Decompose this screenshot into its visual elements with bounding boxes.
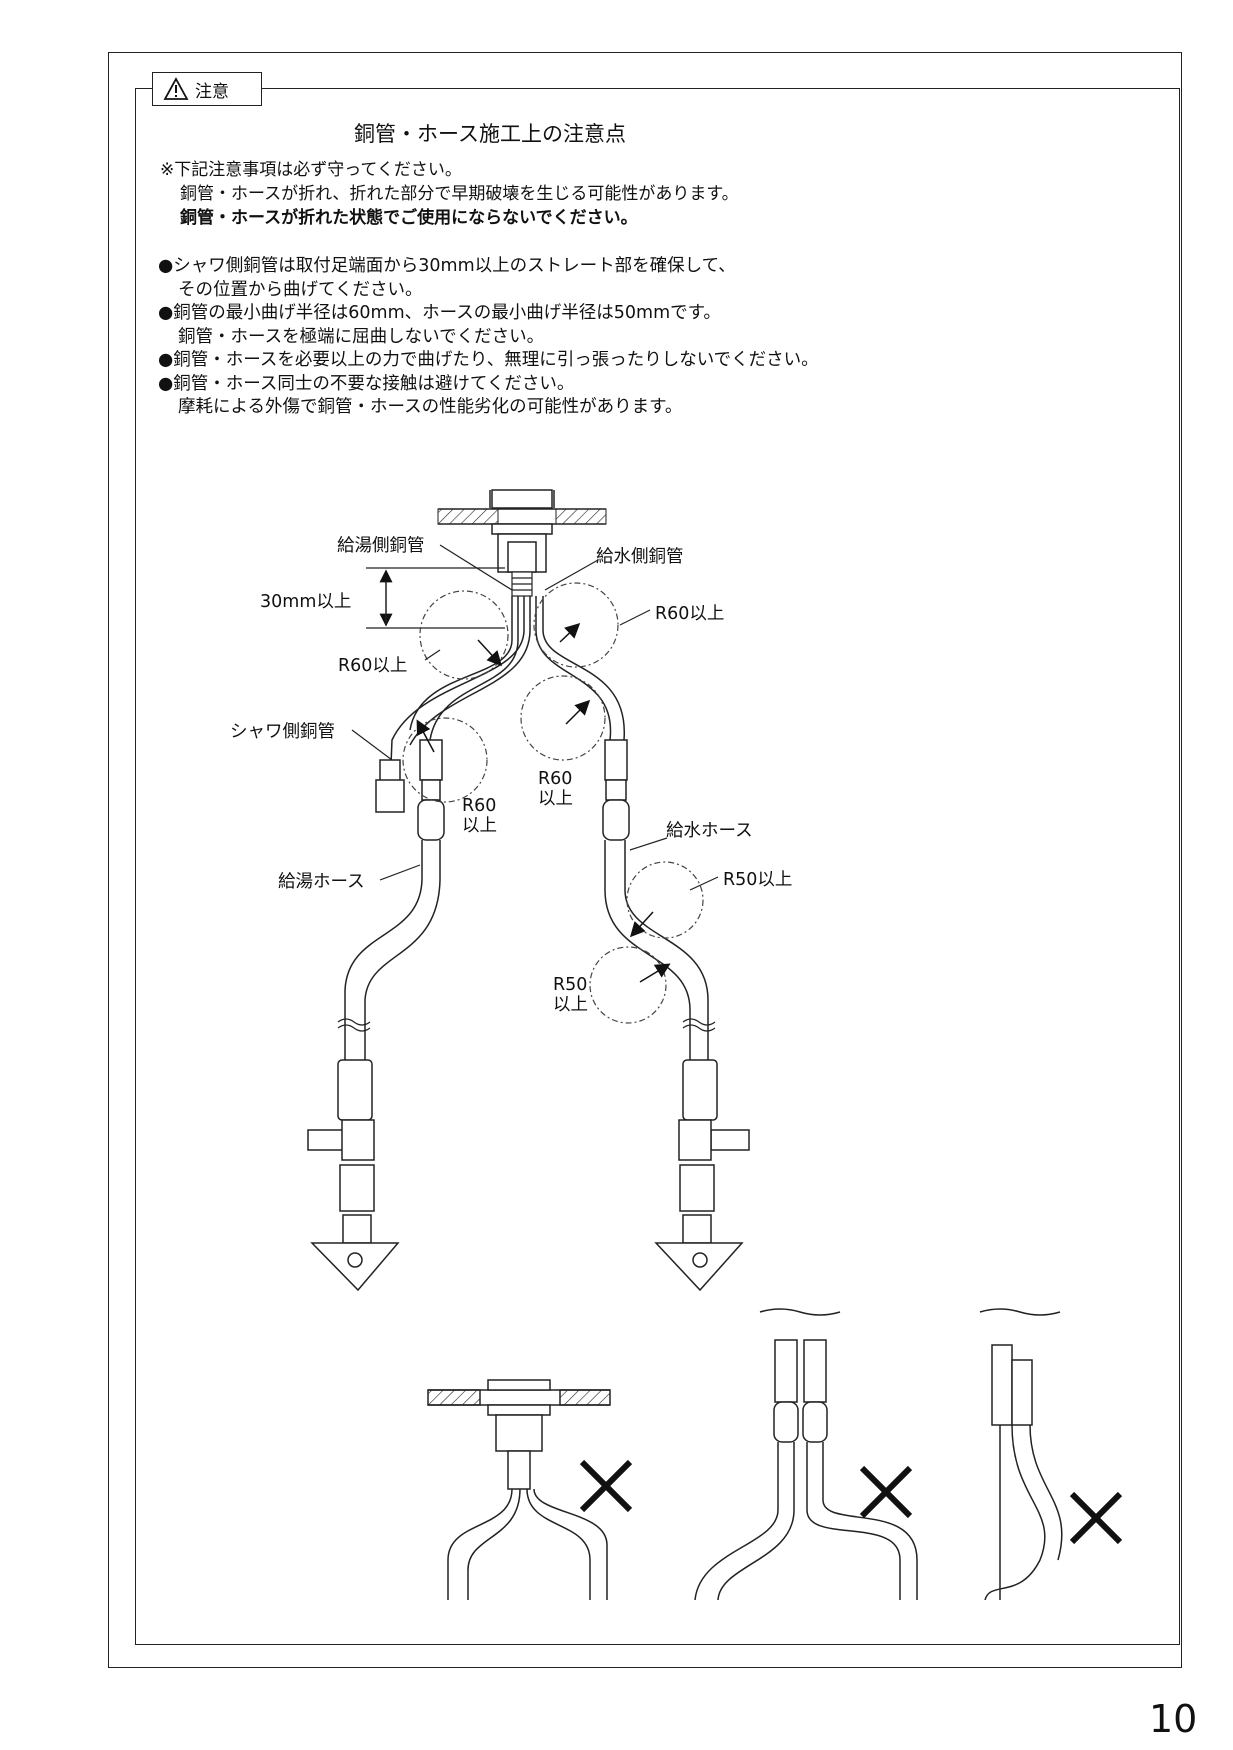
bullet-2-line-2: 銅管・ホースを極端に屈曲しないでください。: [178, 326, 545, 347]
section-title: 銅管・ホース施工上の注意点: [354, 122, 626, 146]
label-30mm: 30mm以上: [260, 592, 352, 612]
label-r60-c-2: 以上: [538, 789, 573, 809]
note-line-2: 銅管・ホースが折れ、折れた部分で早期破壊を生じる可能性があります。: [180, 184, 739, 204]
caution-label: 注意: [195, 81, 229, 102]
page-number: 10: [1149, 1697, 1198, 1741]
label-hot-hose: 給湯ホース: [278, 872, 365, 892]
label-shower-copper: シャワ側銅管: [230, 722, 335, 742]
caution-badge: 注意: [152, 72, 262, 106]
label-cold-copper: 給水側銅管: [596, 547, 684, 567]
bullet-3-line-1: ●銅管・ホースを必要以上の力で曲げたり、無理に引っ張ったりしないでください。: [158, 350, 819, 370]
page-frame: [108, 52, 1182, 1668]
label-r60-c-1: R60: [538, 769, 573, 789]
label-r60-d-2: 以上: [462, 816, 497, 836]
note-line-1: ※下記注意事項は必ず守ってください。: [160, 160, 462, 180]
wrong-example-3: [979, 1308, 1063, 1601]
bullet-4-line-1: ●銅管・ホース同士の不要な接触は避けてください。: [158, 373, 575, 394]
wrong-mark-1: [579, 1459, 633, 1513]
hot-hose-assembly: [307, 739, 445, 1292]
label-r60-b: R60以上: [338, 656, 408, 676]
label-r50-b-1: R50: [553, 975, 588, 995]
bullet-1-line-2: その位置から曲げてください。: [178, 279, 423, 300]
threaded-shank: [511, 571, 533, 597]
dimension-30mm: [366, 567, 505, 629]
warning-triangle-icon: [163, 77, 189, 100]
countertop: [437, 508, 607, 525]
radius-circles: [402, 582, 704, 1024]
label-cold-hose: 給水ホース: [666, 821, 753, 841]
radius-arrows: [416, 622, 671, 983]
wrong-mark-3: [1069, 1491, 1123, 1545]
label-r60-c: R60 以上: [538, 769, 573, 809]
wrong-example-2: [694, 1308, 918, 1601]
note-line-3: 銅管・ホースが折れた状態でご使用にならないでください。: [180, 208, 638, 228]
label-r50-b: R50 以上: [553, 975, 588, 1015]
label-r60-d-1: R60: [462, 796, 497, 816]
bullet-4-line-2: 摩耗による外傷で銅管・ホースの性能劣化の可能性があります。: [178, 397, 683, 417]
cold-hose-assembly: [602, 739, 750, 1292]
bullet-2-line-1: ●銅管の最小曲げ半径は60mm、ホースの最小曲げ半径は50mmです。: [158, 303, 721, 323]
label-r50-b-2: 以上: [553, 995, 588, 1015]
leader-lines: [351, 544, 719, 891]
bullet-1-line-1: ●シャワ側銅管は取付足端面から30mm以上のストレート部を確保して、: [158, 256, 736, 276]
label-r60-d: R60 以上: [462, 796, 497, 836]
bullet-list: ●シャワ側銅管は取付足端面から30mm以上のストレート部を確保して、 その位置か…: [158, 255, 819, 420]
caution-frame: [135, 88, 1180, 1645]
shower-outlet: [375, 759, 405, 813]
label-r60-a: R60以上: [655, 604, 725, 624]
break-marks: [337, 1018, 716, 1032]
label-hot-copper: 給湯側銅管: [337, 536, 425, 556]
notes: ※下記注意事項は必ず守ってください。 銅管・ホースが折れ、折れた部分で早期破壊を…: [160, 158, 739, 230]
faucet-base: [489, 489, 555, 573]
label-r50-a: R50以上: [723, 870, 793, 890]
wrong-mark-2: [859, 1465, 913, 1519]
wrong-example-1: [427, 1379, 611, 1600]
